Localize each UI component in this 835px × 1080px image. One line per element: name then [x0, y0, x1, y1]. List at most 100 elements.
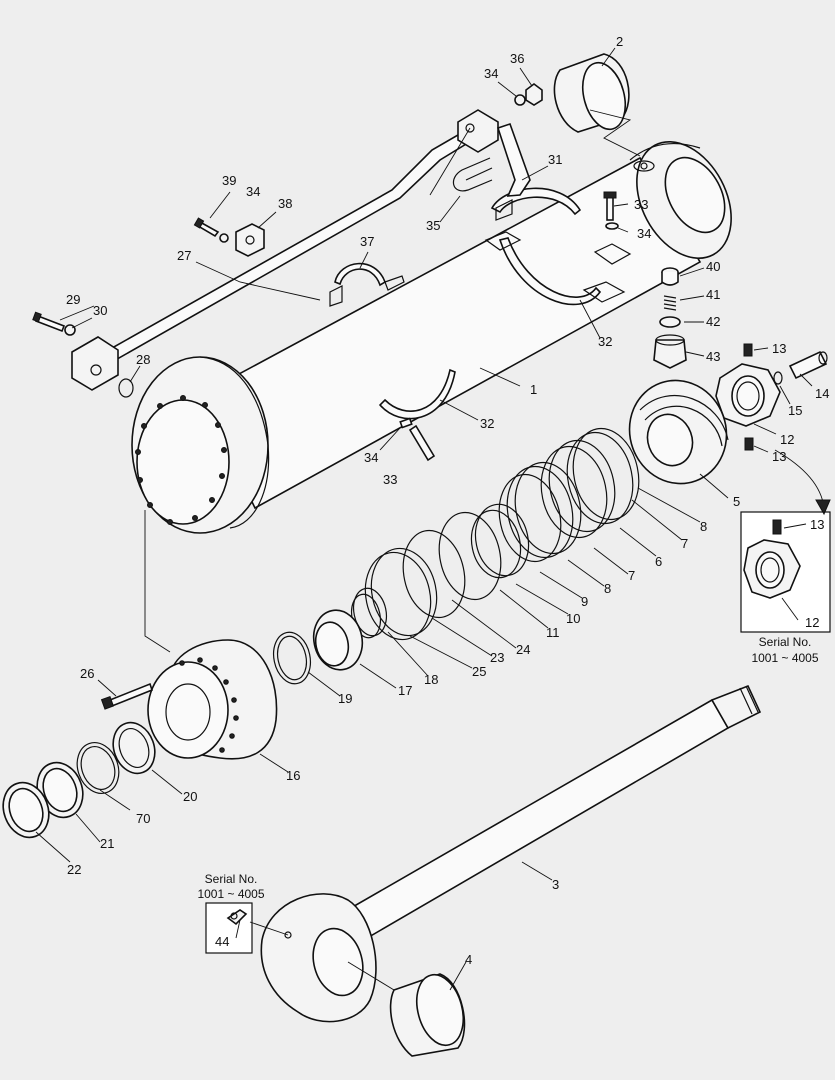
callout-6: 6 — [655, 554, 662, 569]
callout-8-upper: 8 — [700, 519, 707, 534]
ring-70 — [76, 742, 120, 794]
piston — [628, 379, 729, 485]
pin-14 — [788, 350, 828, 380]
callout-13-inset: 13 — [810, 517, 824, 532]
ring-21-inner — [42, 767, 78, 813]
callout-24: 24 — [516, 642, 530, 657]
spring-41 — [663, 295, 677, 311]
rod-cover-bolt-holes — [179, 657, 239, 753]
bolt-39 — [193, 217, 220, 238]
nut-inset-serial-label: Serial No. — [759, 635, 812, 649]
set-screw-13-a — [743, 343, 753, 357]
o-ring-28 — [118, 378, 134, 398]
callout-40: 40 — [706, 259, 720, 274]
callout-70: 70 — [136, 811, 150, 826]
callout-34-bracket: 34 — [484, 66, 498, 81]
washer-34-d — [399, 417, 413, 429]
callout-42: 42 — [706, 314, 720, 329]
bushing-2 — [553, 53, 630, 133]
callout-34-lower: 34 — [364, 450, 378, 465]
bolt-33-lower — [408, 424, 436, 462]
callout-8-lower: 8 — [604, 581, 611, 596]
callout-30: 30 — [93, 303, 107, 318]
callout-31: 31 — [548, 152, 562, 167]
nut-inset-serial-range: 1001 ~ 4005 — [751, 651, 818, 665]
callout-26: 26 — [80, 666, 94, 681]
callout-18: 18 — [424, 672, 438, 687]
callout-34-pipe: 34 — [246, 184, 260, 199]
bolt-33-upper — [603, 191, 617, 221]
callout-19: 19 — [338, 691, 352, 706]
callout-17: 17 — [398, 683, 412, 698]
dust-wiper-22-inner — [8, 787, 44, 833]
callout-14: 14 — [815, 386, 829, 401]
valve-cap-40 — [661, 267, 679, 286]
callout-13-upper: 13 — [772, 341, 786, 356]
callout-11: 11 — [546, 625, 560, 640]
callout-9: 9 — [581, 594, 588, 609]
washer-34-b — [514, 94, 526, 106]
ring-70-inner — [80, 746, 116, 790]
callout-10: 10 — [566, 611, 580, 626]
callout-22: 22 — [67, 862, 81, 877]
callout-38: 38 — [278, 196, 292, 211]
clamp-37 — [329, 262, 405, 307]
callout-21: 21 — [100, 836, 114, 851]
callout-4: 4 — [465, 952, 472, 967]
callout-7-upper: 7 — [681, 536, 688, 551]
seal-20 — [112, 721, 156, 775]
bolt-26 — [100, 682, 153, 710]
callout-33-lower: 33 — [383, 472, 397, 487]
cylinder-tube — [131, 141, 732, 534]
piston-rod — [260, 684, 762, 1023]
washer-34-a — [219, 233, 229, 243]
callout-13-lower: 13 — [772, 449, 786, 464]
callout-32-upper: 32 — [598, 334, 612, 349]
seal-42 — [659, 316, 681, 328]
flange-bolt-holes — [135, 395, 227, 525]
seal-20-inner — [118, 728, 150, 768]
piston-nut-12 — [715, 363, 781, 427]
grease-inset-serial-range: 1001 ~ 4005 — [197, 887, 264, 901]
bracket-31 — [496, 122, 531, 197]
clamp-band-32-lower — [378, 368, 456, 420]
callout-36: 36 — [510, 51, 524, 66]
callout-32-lower: 32 — [480, 416, 494, 431]
pipe-clamp-block — [235, 223, 265, 257]
grease-fitting-inset: Serial No. 1001 ~ 4005 — [197, 872, 265, 954]
callout-20: 20 — [183, 789, 197, 804]
nut-36 — [525, 83, 543, 106]
callout-5: 5 — [733, 494, 740, 509]
callout-2: 2 — [616, 34, 623, 49]
callout-12-main: 12 — [780, 432, 794, 447]
ring-19 — [272, 631, 312, 685]
callout-35: 35 — [426, 218, 440, 233]
washer-30 — [64, 324, 76, 336]
callout-3: 3 — [552, 877, 559, 892]
bolt-29 — [32, 311, 66, 333]
callout-1: 1 — [530, 382, 537, 397]
callout-25: 25 — [472, 664, 486, 679]
grease-inset-serial-label: Serial No. — [205, 872, 258, 886]
leader-lines — [35, 47, 813, 991]
callout-15: 15 — [788, 403, 802, 418]
callout-23: 23 — [490, 650, 504, 665]
hydraulic-pipe — [71, 109, 499, 391]
inset-arrow-icon — [815, 499, 831, 516]
o-ring-15 — [773, 371, 783, 385]
washer-34-c — [605, 222, 619, 230]
callout-37: 37 — [360, 234, 374, 249]
callout-28: 28 — [136, 352, 150, 367]
callout-labels: 1 2 3 4 5 6 7 7 8 8 9 10 11 12 12 13 13 … — [66, 34, 829, 967]
bushing-17 — [312, 609, 364, 671]
callout-44: 44 — [215, 934, 229, 949]
callout-43: 43 — [706, 349, 720, 364]
valve-body-43 — [653, 334, 687, 369]
callout-33-upper: 33 — [634, 197, 648, 212]
rod-cover — [147, 639, 278, 760]
set-screw-13-b — [744, 437, 754, 451]
callout-12-inset: 12 — [805, 615, 819, 630]
callout-27: 27 — [177, 248, 191, 263]
piston-seal-rings — [350, 427, 640, 641]
